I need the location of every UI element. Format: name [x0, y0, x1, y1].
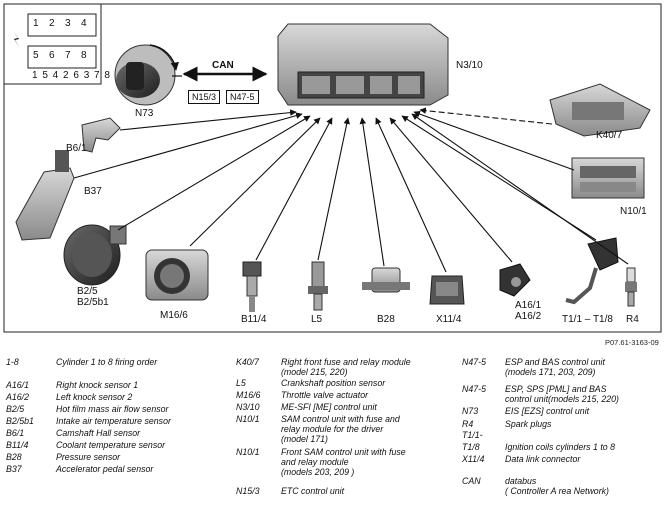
legend-code: T1/8: [462, 442, 480, 452]
legend-code: N10/1: [236, 447, 260, 457]
legend-desc: databus ( Controller A rea Network): [505, 476, 609, 497]
legend-desc: Camshaft Hall sensor: [56, 428, 141, 438]
cyl-2: 2: [49, 18, 55, 29]
r4-spark-plug: [625, 267, 637, 307]
x114-data-link-connector: [429, 275, 465, 305]
legend-desc: Data link connector: [505, 454, 581, 464]
n475-box: N47-5: [226, 90, 259, 104]
signal-lines: [73, 107, 629, 273]
diagram-frame: [3, 3, 662, 333]
legend-code: N47-5: [462, 384, 486, 394]
legend-code: B2/5b1: [6, 416, 34, 426]
legend-desc: Spark plugs: [505, 419, 552, 429]
legend-code: B11/4: [6, 440, 29, 450]
legend-code: B2/5: [6, 404, 25, 414]
l5-crankshaft-sensor: [308, 261, 328, 311]
cyl-7: 7: [65, 50, 71, 61]
label-b61: B6/1: [66, 143, 87, 154]
n101-sam-unit: [571, 157, 645, 199]
legend-desc: SAM control unit with fuse and relay mod…: [281, 414, 400, 445]
legend-code: 1-8: [6, 357, 19, 367]
label-b28: B28: [377, 314, 395, 325]
label-n310: N3/10: [456, 60, 483, 71]
label-b114: B11/4: [241, 314, 267, 325]
legend-code: T1/1-: [462, 430, 483, 440]
legend-desc: Intake air temperature sensor: [56, 416, 171, 426]
legend-desc: ETC control unit: [281, 486, 345, 496]
label-b37: B37: [84, 186, 102, 197]
n153-box: N15/3: [188, 90, 221, 104]
legend-code: N10/1: [236, 414, 260, 424]
figure-reference: P07.61-3163-09: [605, 338, 659, 347]
cyl-4: 4: [81, 18, 87, 29]
label-t1: T1/1 – T1/8: [562, 314, 613, 325]
legend-code: B37: [6, 464, 22, 474]
b114-coolant-sensor: [242, 261, 262, 312]
label-b25: B2/5: [77, 286, 98, 297]
legend-desc: Ignition coils cylinders 1 to 8: [505, 442, 616, 452]
cyl-3: 3: [65, 18, 71, 29]
label-r4: R4: [626, 314, 639, 325]
firing-order-sequence: 1 5 4 2 6 3 7 8: [32, 70, 111, 81]
t1-ignition-coil: [565, 237, 619, 305]
label-k407: K40/7: [596, 130, 623, 141]
legend-desc: Pressure sensor: [56, 452, 121, 462]
legend-desc: Crankshaft position sensor: [281, 378, 386, 388]
legend-desc: ME-SFI [ME] control unit: [281, 402, 377, 412]
can-label: CAN: [212, 60, 234, 71]
legend-code: CAN: [462, 476, 481, 486]
legend-code: N3/10: [236, 402, 260, 412]
legend-desc: Accelerator pedal sensor: [56, 464, 154, 474]
b61-camshaft-sensor: [81, 117, 121, 153]
legend-code: B28: [6, 452, 22, 462]
label-n73: N73: [135, 108, 154, 119]
legend-desc: Cylinder 1 to 8 firing order: [56, 357, 158, 367]
firing-order-panel: [3, 3, 102, 85]
legend-desc: Left knock sensor 2: [56, 392, 133, 402]
legend-code: K40/7: [236, 357, 259, 367]
legend-code: L5: [236, 378, 246, 388]
label-b25b1: B2/5b1: [77, 297, 109, 308]
legend-code: A16/2: [6, 392, 29, 402]
legend-desc: Right front fuse and relay module (model…: [281, 357, 411, 378]
legend-code: R4: [462, 419, 474, 429]
cyl-1: 1: [33, 18, 39, 29]
a16-knock-sensor: [499, 263, 531, 297]
legend-desc: Coolant temperature sensor: [56, 440, 166, 450]
legend-code: X11/4: [462, 454, 485, 464]
legend-code: M16/6: [236, 390, 261, 400]
legend-desc: EIS [EZS] control unit: [505, 406, 590, 416]
b25-maf-sensor: [63, 224, 127, 286]
legend-code: A16/1: [6, 380, 29, 390]
legend-code: B6/1: [6, 428, 25, 438]
legend-desc: Hot film mass air flow sensor: [56, 404, 169, 414]
cyl-8: 8: [81, 50, 87, 61]
label-m166: M16/6: [160, 310, 188, 321]
legend-code: N73: [462, 406, 479, 416]
cyl-6: 6: [49, 50, 55, 61]
label-a162: A16/2: [515, 311, 542, 322]
legend-code: N15/3: [236, 486, 260, 496]
legend-code: N47-5: [462, 357, 486, 367]
m166-throttle-actuator: [145, 249, 209, 301]
legend-desc: ESP, SPS [PML] and BAS control unit(mode…: [505, 384, 619, 405]
legend-desc: Throttle valve actuator: [281, 390, 369, 400]
label-a161: A16/1: [515, 300, 542, 311]
label-x114: X11/4: [436, 314, 462, 325]
lightning-icon: [13, 31, 20, 48]
n73-eis-unit: [114, 44, 182, 106]
cyl-5: 5: [33, 50, 39, 61]
ecu-n310-unit: [277, 23, 449, 106]
legend-desc: Front SAM control unit with fuse and rel…: [281, 447, 406, 478]
label-n101: N10/1: [620, 206, 647, 217]
legend-desc: Right knock sensor 1: [56, 380, 139, 390]
label-l5: L5: [311, 314, 323, 325]
k407-fuse-relay-module: [549, 83, 651, 137]
b28-pressure-sensor: [362, 267, 410, 293]
legend-desc: ESP and BAS control unit (models 171, 20…: [505, 357, 605, 378]
